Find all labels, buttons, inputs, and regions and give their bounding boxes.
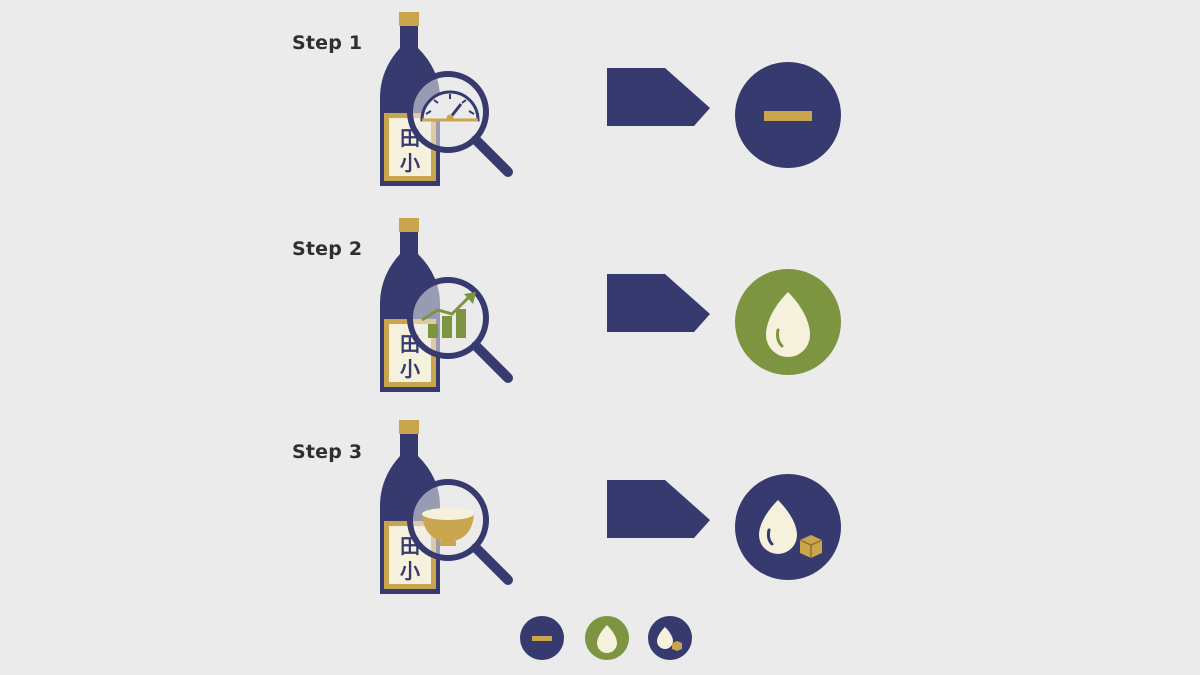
step-3-label: Step 3 (292, 441, 363, 463)
step-2-label: Step 2 (292, 238, 363, 260)
bottle-label-glyph-bottom: 小 (400, 151, 420, 175)
arrow-shape (607, 480, 710, 538)
legend (520, 616, 692, 660)
droplet-icon (735, 269, 841, 375)
bottle-label-glyph-bottom: 小 (400, 559, 420, 583)
legend-droplet-icon (585, 616, 629, 660)
bowl-icon (422, 508, 474, 546)
droplet-with-box-icon (735, 474, 841, 580)
minus-icon (735, 62, 841, 168)
step-3-row: ⽥ 小 (380, 420, 841, 594)
legend-droplet-with-box-icon (648, 616, 692, 660)
step-1-label: Step 1 (292, 32, 363, 54)
step-2-row: ⽥ 小 (380, 218, 841, 392)
rising-bar-chart-icon (421, 292, 476, 338)
bottle-label-glyph-bottom: 小 (400, 357, 420, 381)
gauge-icon (420, 90, 480, 122)
legend-minus-icon (520, 616, 564, 660)
arrow-shape (607, 274, 710, 332)
step-1-row: ⽥ 小 (380, 12, 841, 186)
arrow-shape (607, 68, 710, 126)
